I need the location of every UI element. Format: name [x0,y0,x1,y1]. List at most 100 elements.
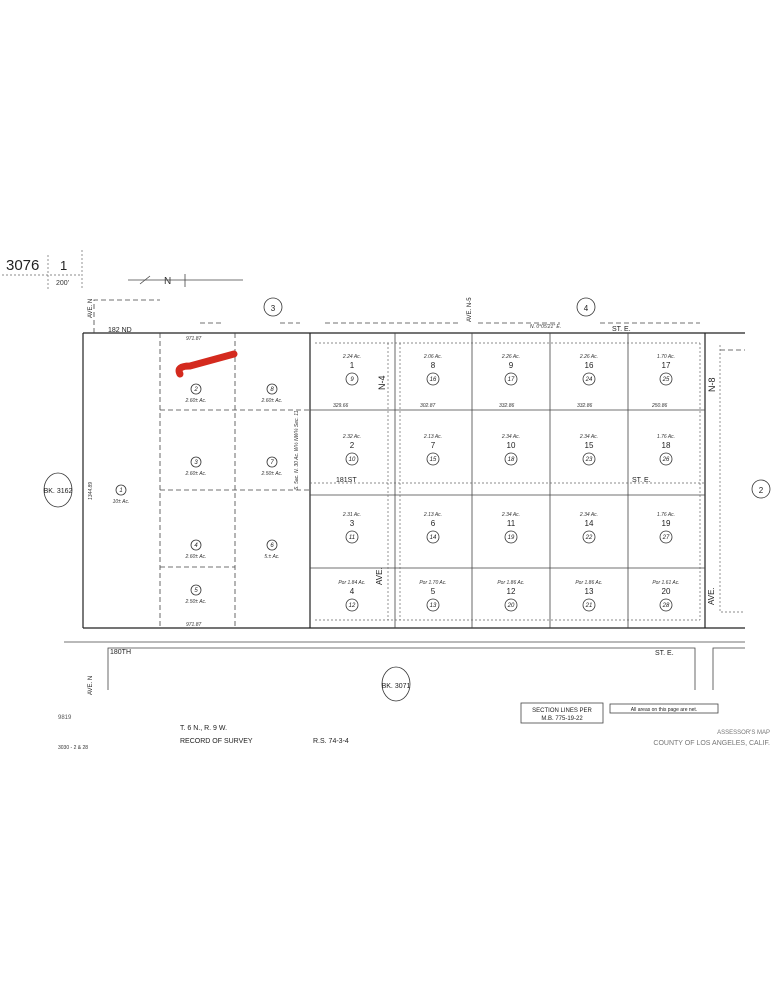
parcel-number: 11 [349,535,355,541]
parcel[interactable]: 110± Ac. [113,484,130,505]
street-182nd: 182 ND [108,327,132,334]
parcel-circle [426,372,440,386]
lot-area: Por 1.61 Ac. [652,580,679,586]
lot-area: 2.32 Ac. [342,434,361,440]
parcel[interactable]: 32.60± Ac. [185,456,207,477]
parcel-circle [345,372,359,386]
lot[interactable]: 2.31 Ac.3 11 [342,512,361,544]
parcel-number: 22 [585,535,593,541]
dim-top-left: 971.87 [186,336,202,342]
lot[interactable]: 2.13 Ac.715 [423,434,442,466]
parcel-circle [345,452,359,466]
highlight-checkmark [175,350,238,378]
areas-note: All areas on this page are net. [631,707,697,713]
lot[interactable]: 2.24 Ac.19 [342,354,361,386]
lot-area: Por 1.86 Ac. [575,580,602,586]
page-number: 3076 [6,257,39,274]
left-parcels: 110± Ac.22.60± Ac.82.60± Ac.32.60± Ac.72… [113,383,283,605]
parcel-circle [659,372,673,386]
lot-boundary [310,409,705,569]
parcel[interactable]: 42.60± Ac. [185,539,207,560]
parcel-number: 23 [585,457,593,463]
right-of-way-line [719,345,745,613]
lot-area: 2.34 Ac. [501,512,520,518]
section-lines-label: SECTION LINES PER [532,708,592,714]
parcel-number: 2 [193,387,198,393]
parcel[interactable]: 52.50± Ac. [185,584,207,605]
section-lines-ref: M.B. 775-19-22 [541,716,583,722]
lot-area: 2.34 Ac. [579,434,598,440]
parcel-circle [266,456,278,468]
lot-area: 2.31 Ac. [342,512,361,518]
parcel-circle [115,484,127,496]
parcel-number: 24 [585,377,593,383]
lot-area: 2.06 Ac. [423,354,442,360]
block-boundary [309,333,706,628]
parcel[interactable]: 72.50± Ac. [261,456,283,477]
ave-right: AVE. [707,587,716,605]
book-bottom[interactable]: BK. 3071 [382,683,411,690]
parcel[interactable]: 82.60± Ac. [261,383,283,404]
lot-number: 3 [350,519,355,528]
parcel-circle [345,598,359,612]
lot-area: 2.24 Ac. [342,354,361,360]
dim-left-side: 1344.89 [88,482,94,500]
parcel-circle [659,530,673,544]
lot-area: 2.26 Ac. [579,354,598,360]
lot[interactable]: 2.13 Ac.614 [423,512,442,544]
parcel-area: 5.± Ac. [264,554,279,560]
parcel-circle [504,372,518,386]
lot-boundary [394,333,629,628]
parcel-circle [190,539,202,551]
parcel-circle [266,539,278,551]
parcel-circle [504,598,518,612]
parcel-circle [504,452,518,466]
parcel[interactable]: 22.60± Ac. [185,383,207,404]
parcel-circle [426,530,440,544]
book-left[interactable]: BK. 3162 [44,488,73,495]
section-3: 3 [271,304,276,313]
lot-number: 2 [350,441,355,450]
street-line [107,647,745,690]
parcel-circle [345,530,359,544]
record-of-survey-label: RECORD OF SURVEY [180,738,253,745]
parcel-number: 7 [270,460,274,466]
parcel-number: 18 [508,457,515,463]
code-label: 9819 [58,715,72,721]
right-of-way-line [93,299,745,351]
block-boundary [82,333,745,629]
parcel-circle [504,530,518,544]
parcel-number: 17 [508,377,515,383]
rs-label: R.S. 74-3-4 [313,738,349,745]
parcel-circle [659,452,673,466]
lot[interactable]: 2.06 Ac.816 [423,354,442,386]
parcel-number: 1 [119,488,122,494]
dim-lot-9: 332.86 [499,403,515,409]
parcel[interactable]: 65.± Ac. [264,539,280,560]
parcel-boundary [160,409,310,568]
lot[interactable]: 2.26 Ac.917 [501,354,520,386]
dim-lot-16: 332.86 [577,403,593,409]
scale-label: 200' [56,280,69,287]
lot-number: 20 [662,587,671,596]
lot[interactable]: Por 1.70 Ac.513 [419,580,447,612]
dim-bottom-left: 971.87 [186,622,202,628]
lot[interactable]: Por 1.84 Ac.412 [338,580,366,612]
township-label: T. 6 N., R. 9 W. [180,725,227,732]
lot-area: Por 1.70 Ac. [419,580,446,586]
section-3-circle [263,297,283,317]
parcel-number: 25 [662,377,670,383]
lot[interactable]: 2.32 Ac.210 [342,434,361,466]
parcel-circle [582,530,596,544]
